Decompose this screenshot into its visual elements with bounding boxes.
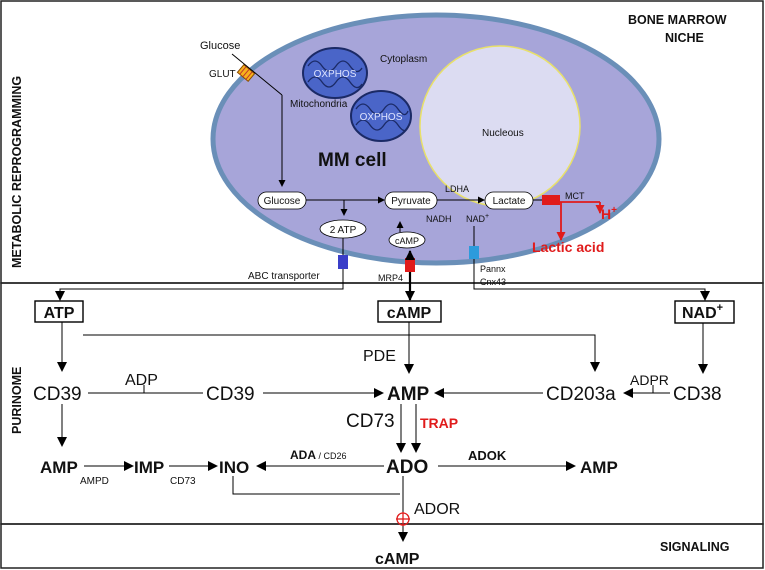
ada-label: ADA / CD26 <box>290 448 347 462</box>
camp-box-label: cAMP <box>387 305 432 322</box>
mct-label: MCT <box>565 191 585 201</box>
cd73-small-label: CD73 <box>170 476 196 487</box>
nad-inner-label: NAD+ <box>466 213 489 224</box>
nucleus-label: Nucleous <box>482 128 524 139</box>
amp-center-label: AMP <box>387 384 430 405</box>
nucleus <box>419 45 581 207</box>
oxphos-label-top: OXPHOS <box>314 69 357 80</box>
atp-box-label: ATP <box>44 305 75 322</box>
imp-label: IMP <box>134 458 164 477</box>
pannx-transporter <box>469 246 479 259</box>
h-plus-label: H+ <box>601 205 617 222</box>
abc-transporter <box>338 255 348 269</box>
pannx-label: Pannx <box>480 264 506 274</box>
trap-label: TRAP <box>420 415 458 431</box>
two-atp-label: 2 ATP <box>330 225 357 236</box>
cd203a-label: CD203a <box>546 384 616 405</box>
mitochondria-label: Mitochondria <box>290 99 348 110</box>
nad-box-label: NAD+ <box>682 302 723 322</box>
cd39-left-label: CD39 <box>33 384 82 405</box>
atp-box <box>34 300 84 323</box>
metabolic-reprogramming-label: METABOLIC REPROGRAMMING <box>10 76 24 268</box>
mct-transporter <box>542 195 560 205</box>
glut-label: GLUT <box>209 69 236 80</box>
ador-label: ADOR <box>414 501 460 518</box>
ino-to-ador-line <box>232 476 400 495</box>
signaling-section-frame <box>0 523 764 569</box>
glut-transporter <box>236 63 256 83</box>
glucose-node-label: Glucose <box>264 196 301 207</box>
bone-marrow-niche-label-line1: BONE MARROW <box>628 13 727 27</box>
amp-left-label: AMP <box>40 458 78 477</box>
pyruvate-node-label: Pyruvate <box>391 196 431 207</box>
glucose-import-arrow <box>231 53 283 96</box>
cd38-label: CD38 <box>673 384 722 405</box>
mrp4-label: MRP4 <box>378 273 403 283</box>
purinome-label: PURINOME <box>10 367 24 434</box>
adpr-label: ADPR <box>630 372 669 388</box>
nadh-label: NADH <box>426 214 452 224</box>
bone-marrow-niche-label-line2: NICHE <box>665 31 704 45</box>
cd39-mid-label: CD39 <box>206 384 255 405</box>
signaling-label: SIGNALING <box>660 540 729 554</box>
ado-label: ADO <box>386 457 428 478</box>
amp-right-label: AMP <box>580 458 618 477</box>
abc-transporter-label: ABC transporter <box>248 271 320 282</box>
cnx43-label: Cnx43 <box>480 277 506 287</box>
adok-label: ADOK <box>468 448 507 463</box>
pde-label: PDE <box>363 348 396 365</box>
ampd-label: AMPD <box>80 476 109 487</box>
cd73-label: CD73 <box>346 411 395 432</box>
camp-signaling-label: cAMP <box>375 551 420 568</box>
atp-to-cd203a-arrow <box>83 334 600 372</box>
camp-inner-label: cAMP <box>395 236 419 246</box>
mitochondrion-top <box>302 47 368 99</box>
lactate-node-label: Lactate <box>493 196 526 207</box>
ldha-label: LDHA <box>445 184 469 194</box>
lactic-acid-label: Lactic acid <box>532 239 604 255</box>
mm-cell-title: MM cell <box>318 150 387 171</box>
adp-label: ADP <box>125 372 158 389</box>
cytoplasm-label: Cytoplasm <box>380 54 427 65</box>
pannx-to-nad-arrow <box>473 259 710 301</box>
glucose-outside-label: Glucose <box>200 40 240 52</box>
oxphos-label-bottom: OXPHOS <box>360 112 403 123</box>
ino-label: INO <box>219 458 249 477</box>
mitochondrion-bottom <box>350 90 412 142</box>
nad-box <box>674 300 735 324</box>
ador-receptor-icon <box>396 512 410 526</box>
abc-to-atp-arrow <box>55 269 344 301</box>
camp-inner-node <box>388 231 426 249</box>
mrp4-transporter <box>405 258 415 272</box>
